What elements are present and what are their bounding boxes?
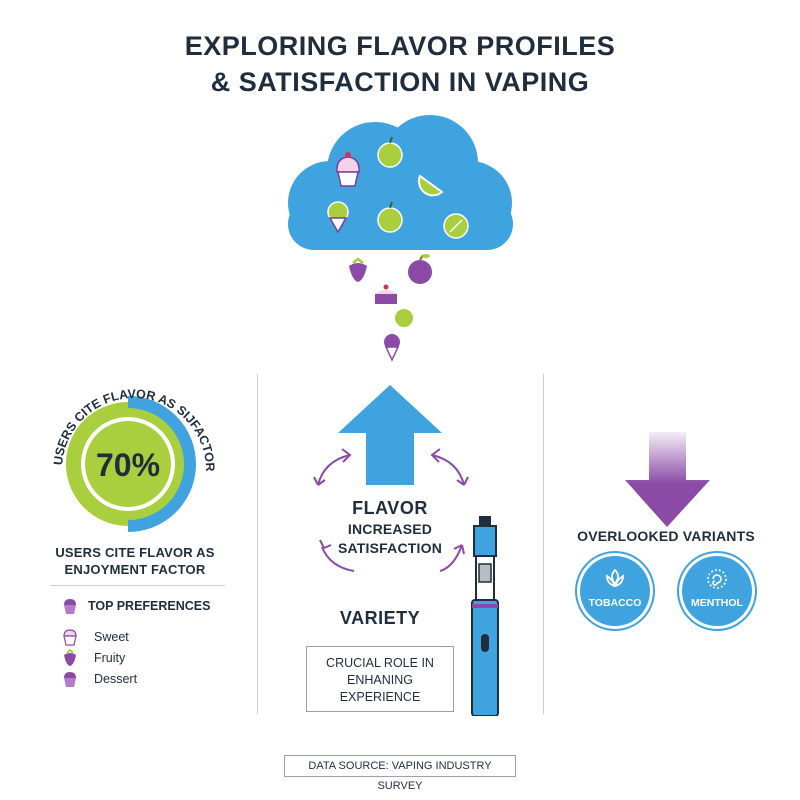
box-line-2: ENHANING (347, 673, 413, 687)
page-title: EXPLORING FLAVOR PROFILES & SATISFACTION… (0, 28, 800, 100)
cupcake-icon (64, 599, 76, 614)
cloud-icon (288, 115, 513, 250)
cupcake-icon (63, 629, 77, 646)
box-line-1: CRUCIAL ROLE IN (326, 656, 434, 670)
box-line-3: EXPERIENCE (339, 690, 421, 704)
lime-icon (417, 174, 444, 197)
down-arrow-icon (625, 432, 710, 527)
cupcake-icon (336, 152, 360, 187)
mint-leaf-icon (395, 309, 413, 327)
preference-item-sweet: Sweet (62, 628, 212, 648)
preference-item-fruity: Fruity (62, 649, 212, 669)
vape-pen-icon (471, 516, 499, 716)
cake-icon (375, 284, 397, 304)
stat-divider (50, 585, 225, 586)
swirl-icon (707, 569, 727, 589)
strawberry-icon (64, 649, 76, 666)
plum-icon (408, 254, 432, 284)
stat-caption-line-2: ENJOYMENT FACTOR (64, 562, 206, 577)
stat-ring-arc (127, 396, 196, 532)
preference-label: Fruity (94, 651, 126, 665)
stat-caption-line-1: USERS CITE FLAVOR AS (55, 545, 215, 560)
preferences-heading: TOP PREFERENCES (88, 599, 211, 613)
cupcake-icon (64, 672, 76, 687)
strawberry-icon (349, 257, 367, 282)
apple-icon (377, 136, 403, 168)
variant-label-menthol: MENTHOL (691, 597, 743, 609)
preference-label: Sweet (94, 630, 129, 644)
satisfaction-label: INCREASED SATISFACTION (300, 520, 480, 558)
stat-caption: USERS CITE FLAVOR AS ENJOYMENT FACTOR (45, 544, 225, 578)
variant-label-tobacco: TOBACCO (588, 597, 642, 609)
stat-ring-core (85, 421, 171, 507)
data-source: DATA SOURCE: VAPING INDUSTRY SURVEY (284, 755, 516, 792)
title-line-2: & SATISFACTION IN VAPING (210, 67, 590, 97)
divider-right (543, 374, 544, 714)
title-line-1: EXPLORING FLAVOR PROFILES (184, 31, 616, 61)
apple-icon (377, 201, 403, 233)
increased-text: INCREASED (347, 521, 433, 537)
preferences-heading-row: TOP PREFERENCES (62, 597, 242, 617)
crucial-role-box: CRUCIAL ROLE IN ENHANING EXPERIENCE (306, 646, 454, 712)
divider-left (257, 374, 258, 714)
ice-cream-icon (327, 201, 349, 234)
up-arrow-icon (338, 385, 442, 485)
variant-badge-menthol: MENTHOL (682, 556, 752, 626)
flavor-label: FLAVOR (352, 498, 428, 518)
stat-ring: 70% USERS CITE FLAVOR AS SIJFACTOR (51, 387, 217, 532)
leaf-icon (443, 213, 469, 239)
variant-badge-tobacco: TOBACCO (580, 556, 650, 626)
overlooked-heading: OVERLOOKED VARIANTS (577, 528, 755, 544)
leaf-icon (606, 568, 624, 588)
satisfaction-text: SATISFACTION (337, 540, 443, 556)
flavor-cloud-illustration (288, 115, 513, 362)
cycle-arrows-icon (313, 448, 469, 572)
preference-item-dessert: Dessert (62, 670, 212, 690)
ice-cream-icon (384, 334, 400, 362)
preference-label: Dessert (94, 672, 138, 686)
center-arrows (313, 385, 469, 572)
variety-label: VARIETY (339, 608, 421, 628)
stat-value: 70% (96, 447, 160, 483)
